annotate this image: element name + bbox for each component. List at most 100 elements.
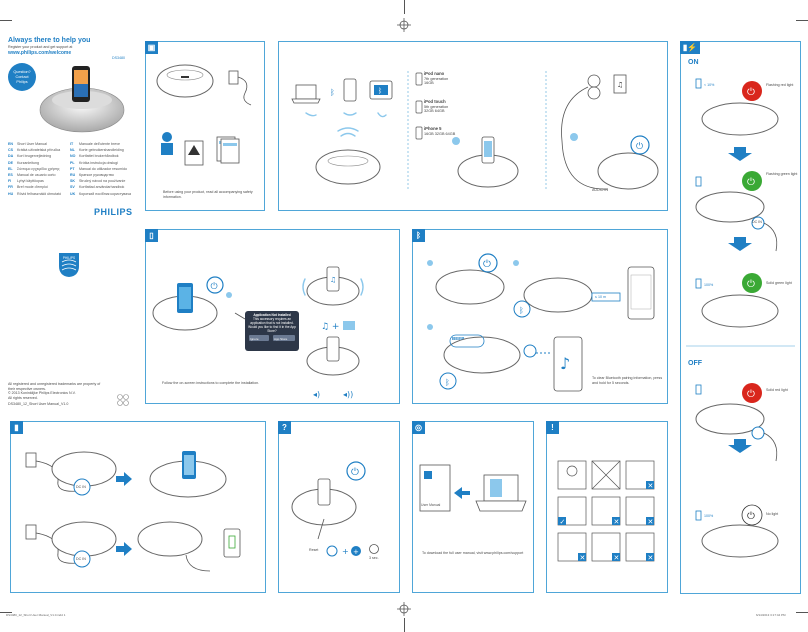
light-state-3: Solid green light [766, 281, 792, 285]
cover-heading: Always there to help you [8, 37, 91, 44]
light-state-1: Flashing red light [766, 83, 794, 87]
question-badge: Question? Contact Philips [8, 63, 36, 91]
box-caption: Before using your product, read all acco… [163, 190, 253, 199]
svg-text:⏻: ⏻ [747, 87, 755, 98]
dc-in-label: DC IN [752, 220, 762, 224]
svg-text:◂)): ◂)) [343, 390, 353, 399]
philips-shield-icon: PHILIPS [59, 253, 79, 277]
svg-text:⏻: ⏻ [351, 467, 359, 478]
light-state-5: No light [766, 512, 779, 516]
battery-level-3: 100% [704, 283, 714, 287]
svg-text:♫: ♫ [330, 276, 336, 284]
svg-text:+: + [342, 547, 349, 556]
legal-notice: All registered and unregistered trademar… [8, 382, 101, 400]
search-globe-icon: ◎ [412, 421, 425, 434]
svg-text:⏻: ⏻ [747, 279, 755, 290]
warnings-illustration: ✕ ✓ ✕ ✕ ✕ ✕ ✕ [557, 460, 655, 562]
registration-mark-icon [397, 602, 411, 616]
svg-text:ᛒ: ᛒ [330, 88, 335, 97]
svg-text:PHILIPS: PHILIPS [63, 256, 75, 260]
model-number: DS3480 [112, 56, 125, 60]
battery-power-icon: ▮⚡ [680, 41, 700, 54]
svg-text:⏻: ⏻ [747, 511, 755, 522]
box-contents-illustration [156, 64, 252, 166]
product-photo [39, 66, 125, 133]
bluetooth-pairing-illustration: ⏻ ᛒ ᛒ ♪ [427, 253, 655, 392]
svg-text:⏻: ⏻ [211, 281, 218, 292]
manual-label: User Manual [421, 503, 441, 507]
bluetooth-icon: ᛒ [412, 229, 425, 242]
svg-text:ᛒ: ᛒ [378, 87, 382, 95]
crop-mark [404, 0, 405, 14]
svg-text:✕: ✕ [614, 554, 620, 562]
support-url[interactable]: www.philips.com/welcome [8, 50, 72, 56]
battery-level-5: 100% [704, 514, 714, 518]
svg-text:✕: ✕ [648, 518, 654, 526]
reset-label: Reset [309, 548, 319, 552]
svg-text:♪: ♪ [560, 354, 570, 373]
warning-icon: ! [546, 421, 559, 434]
manual-caption: To download the full user manual, visit … [422, 551, 524, 555]
help-icon: ? [278, 421, 291, 434]
dc-in-label-2: DC IN [76, 557, 86, 561]
crop-mark [796, 20, 808, 21]
svg-text:♫: ♫ [617, 81, 623, 89]
off-label: OFF [688, 360, 702, 367]
manual-illustration [419, 464, 527, 512]
charging-illustration [25, 451, 241, 572]
phone-icon: ▯ [145, 229, 158, 242]
seconds-label: 3 sec. [369, 556, 379, 560]
beep-label: BEEP [452, 336, 465, 341]
light-state-2: Flashing green light [766, 172, 798, 176]
device-spec-2: iPod touch 5th generation 32GB 64GB [424, 99, 449, 114]
crop-mark [796, 612, 808, 613]
crop-mark [0, 612, 12, 613]
battery-level-1: < 10% [704, 83, 715, 87]
svg-text:⏻: ⏻ [747, 177, 755, 188]
footer-file: DS3480_12_Short User Manual_V1.0.indd 1 [6, 613, 66, 617]
crop-mark [404, 618, 405, 632]
app-install-illustration: ⏻ ♫ ♫ + ◂) ◂)) [152, 266, 364, 399]
svg-text:✕: ✕ [580, 554, 586, 562]
svg-text:♫ +: ♫ + [321, 322, 339, 332]
svg-text:✕: ✕ [614, 518, 620, 526]
compatibility-illustration: ᛒ ᛒ ♫ ⏻ [291, 71, 659, 191]
recycle-icon [117, 394, 129, 406]
dc-in-label-1: DC IN [76, 485, 86, 489]
battery-icon: ▮ [10, 421, 23, 434]
crop-mark [0, 20, 12, 21]
charging-panel: ▮ [10, 421, 266, 593]
app-popup: Application Not Installed This accessory… [248, 313, 296, 333]
app-caption: Follow the on-screen instructions to com… [162, 381, 260, 385]
footer-date: 6/14/2013 3:17:44 PM [756, 613, 786, 617]
svg-text:◂): ◂) [313, 390, 320, 399]
svg-text:ᛒ: ᛒ [519, 306, 524, 315]
svg-text:⏻: ⏻ [483, 259, 491, 270]
svg-text:✕: ✕ [648, 554, 654, 562]
registration-mark-icon [397, 18, 411, 32]
popup-appstore-button[interactable]: App Store [274, 337, 288, 341]
svg-text:✓: ✓ [560, 518, 566, 526]
box-icon: ▣ [145, 41, 158, 54]
power-illustration: ⏻ ⏻ ⏻ ⏻ ⏻ [686, 78, 795, 558]
brand-wordmark: PHILIPS [94, 207, 133, 217]
light-state-4: Solid red light [766, 388, 788, 392]
distance-label: ≤ 10 m [595, 295, 606, 299]
document-code: DS3480_12_Short User Manual_V1.0 [8, 402, 69, 406]
device-spec-1: iPod nano 7th generation 16GB [424, 71, 449, 86]
bluetooth-pairing-panel: ᛒ [412, 229, 668, 404]
register-line: Register your product and get support at [8, 45, 73, 49]
svg-text:⏻: ⏻ [747, 389, 755, 400]
on-label: ON [688, 59, 699, 66]
svg-text:+: + [353, 548, 359, 556]
popup-ignore-button[interactable]: Ignore [250, 337, 259, 341]
device-spec-3: iPhone 5 16GB 32GB 64GB [424, 126, 456, 136]
svg-text:⏻: ⏻ [636, 141, 643, 152]
reset-illustration: ⏻ + + [291, 461, 379, 557]
bt-caption: To clear Bluetooth pairing information, … [592, 376, 663, 385]
audio-in-label: AUDIO IN [592, 188, 608, 192]
svg-text:✕: ✕ [648, 482, 654, 490]
svg-text:ᛒ: ᛒ [445, 378, 450, 387]
